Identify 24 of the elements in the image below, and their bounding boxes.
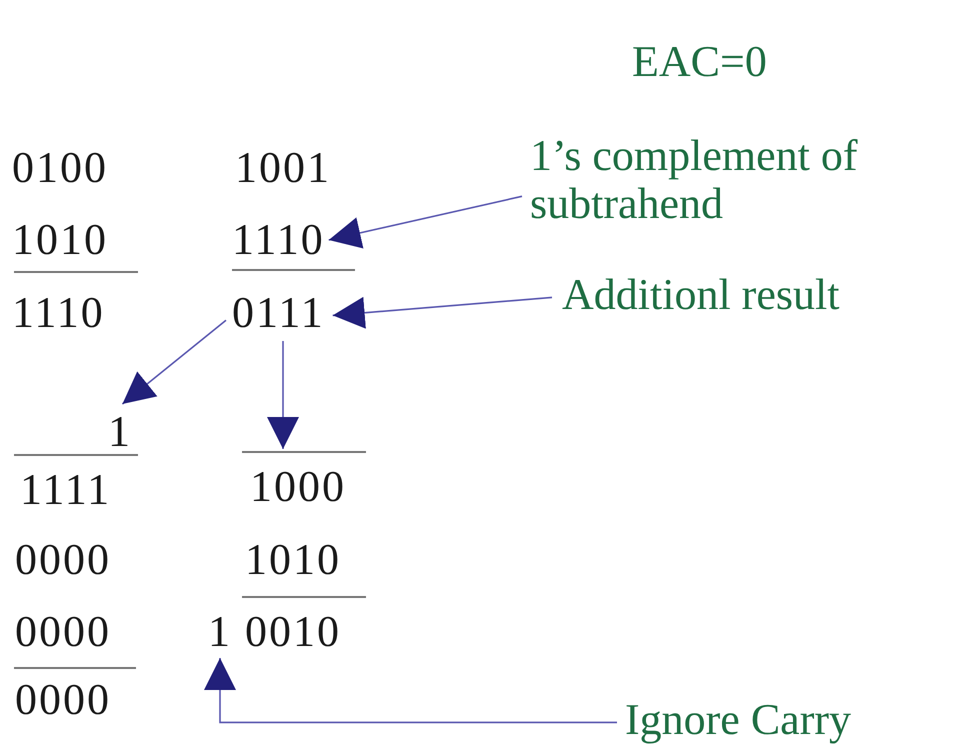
annotation-text: 1’s complement of subtrahend [530, 132, 969, 228]
binary-number: 1110 [12, 289, 105, 337]
binary-number: 1000 [250, 463, 346, 511]
binary-number: 1111 [20, 466, 112, 514]
binary-number: 0000 [15, 536, 111, 584]
binary-number: 1010 [12, 216, 108, 264]
arrow [267, 341, 299, 449]
binary-number: 0000 [15, 676, 111, 724]
annotation-text: Additionl result [562, 271, 840, 319]
binary-number: 0111 [232, 289, 325, 337]
binary-number: 0100 [12, 144, 108, 192]
arrow [332, 296, 552, 329]
binary-number: 1010 [245, 536, 341, 584]
arrow [328, 196, 522, 249]
arrow [122, 320, 226, 405]
binary-number: 1110 [232, 216, 325, 264]
arrow [204, 658, 617, 724]
binary-number: 0000 [15, 608, 111, 656]
binary-number: 0010 [245, 608, 341, 656]
carry-digit: 1 [108, 408, 132, 456]
heading-text: EAC=0 [632, 38, 767, 86]
carry-digit: 1 [208, 608, 232, 656]
annotation-text: Ignore Carry [625, 696, 852, 744]
binary-number: 1001 [235, 144, 331, 192]
